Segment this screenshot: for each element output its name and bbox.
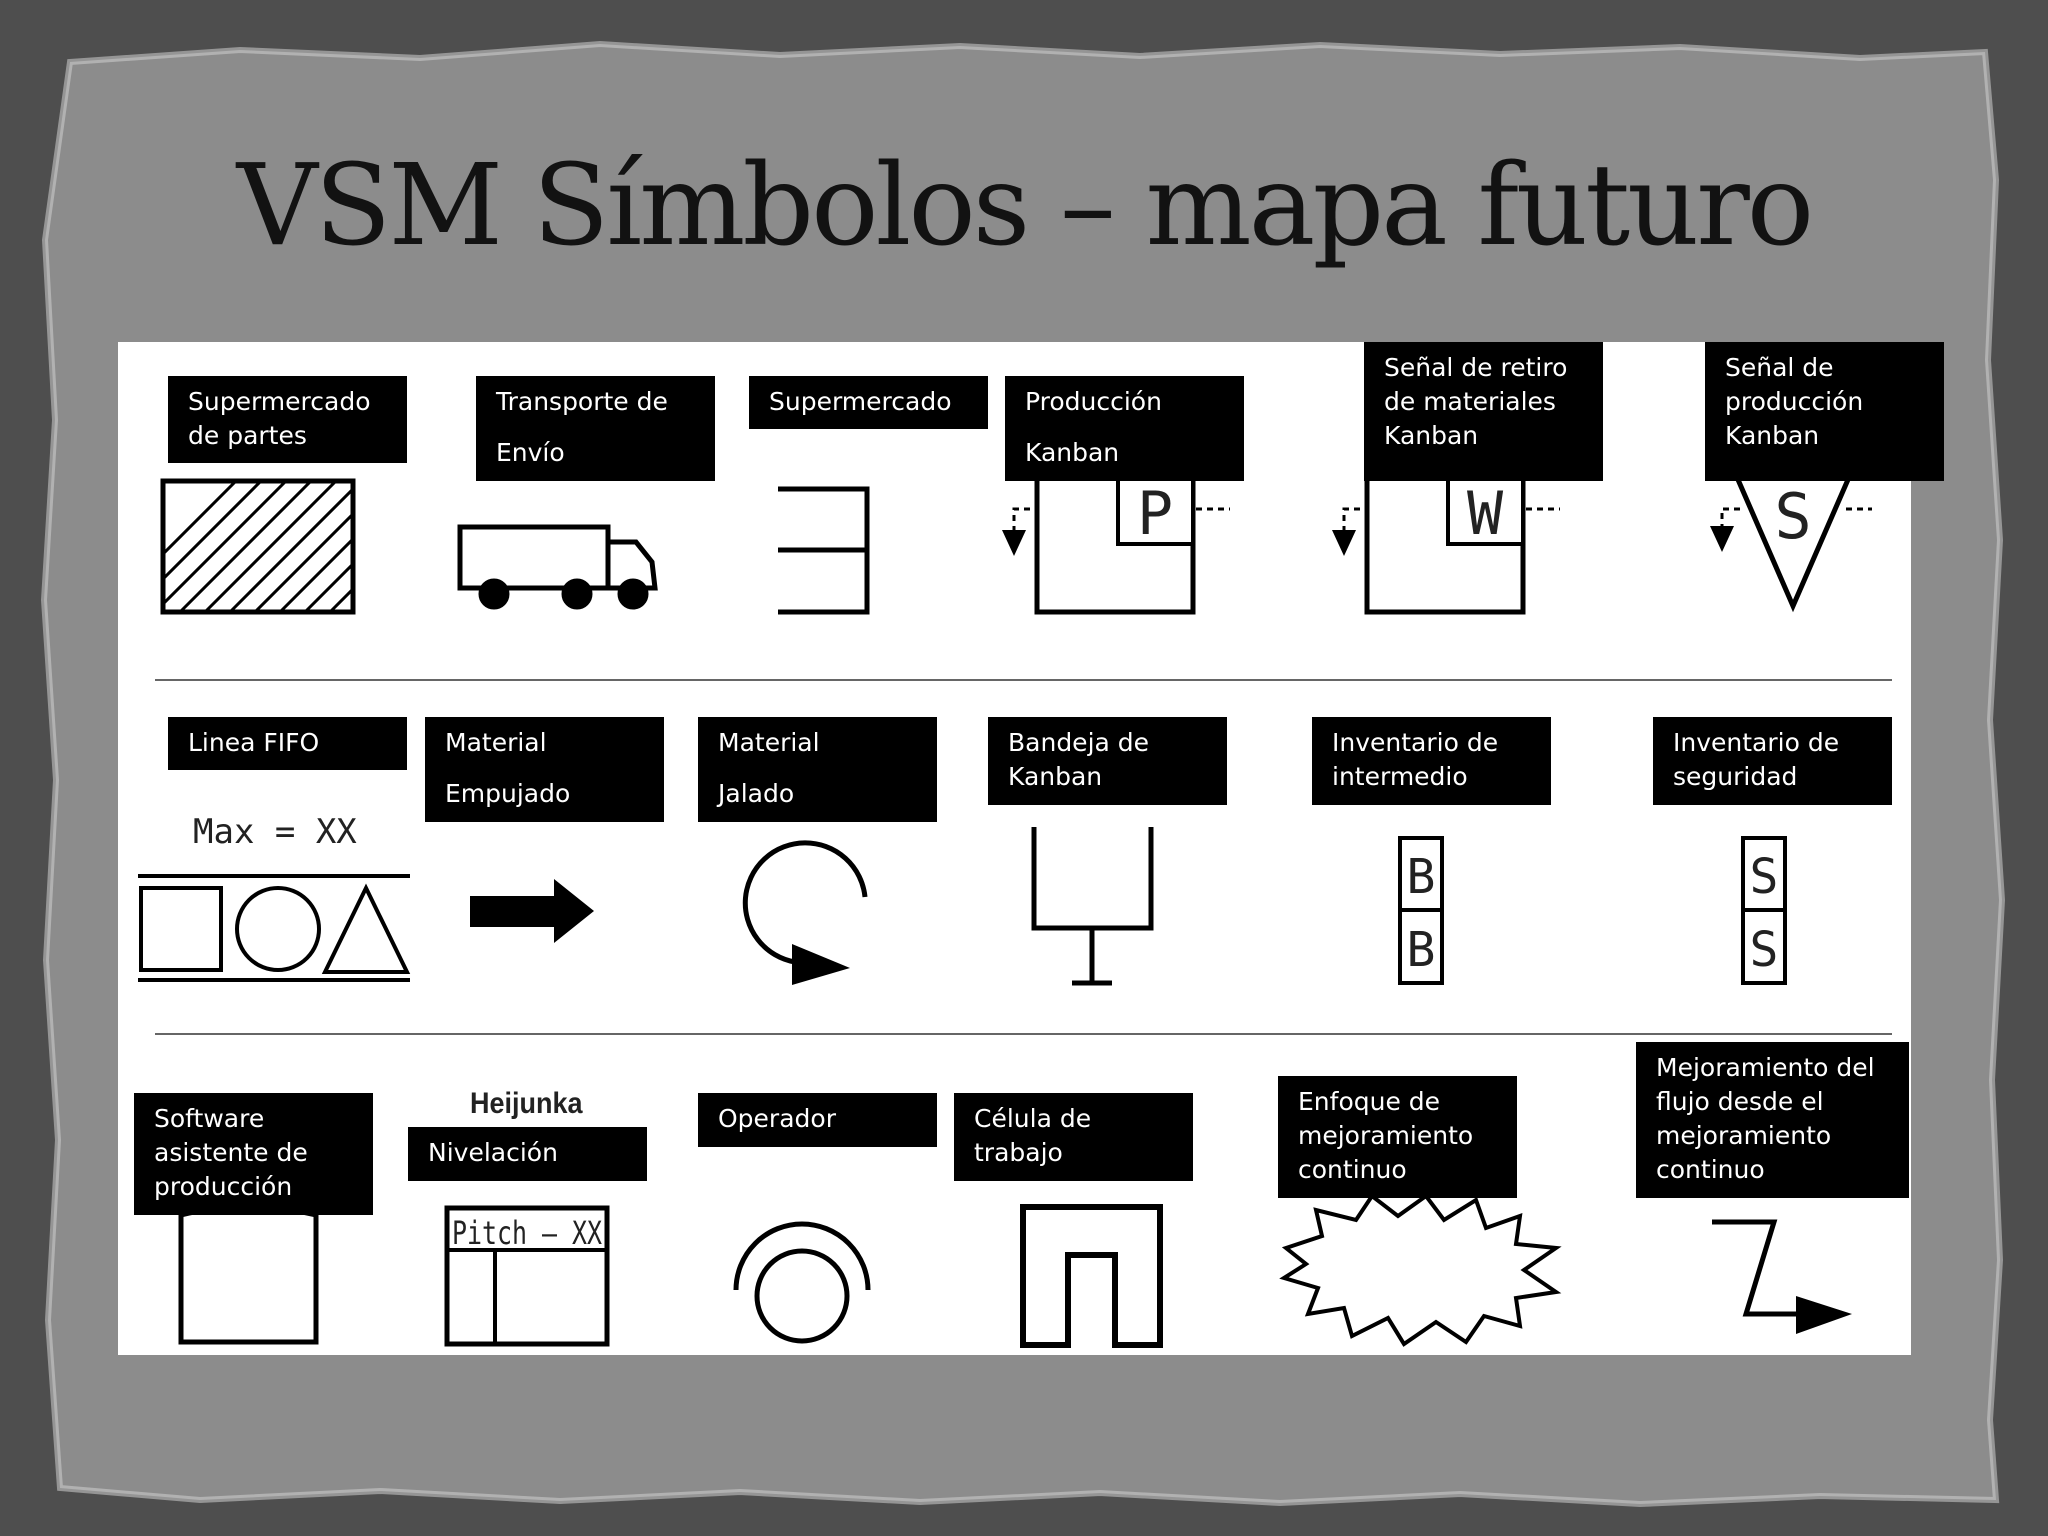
kaizen-burst-icon [1279, 1193, 1562, 1347]
heijunka-caption: Heijunka [470, 1087, 583, 1120]
label-material-empujado: Material Empujado [425, 717, 664, 822]
label-nivelacion: Nivelación [408, 1127, 647, 1181]
fifo-max-caption: Max = XX [193, 812, 357, 852]
page-title: VSM Símbolos – mapa futuro [236, 141, 1814, 271]
label-produccion-kanban: Producción Kanban [1005, 376, 1244, 481]
stock-letter: B [1407, 922, 1436, 978]
stock-letter: B [1407, 849, 1436, 905]
label-transporte-de-envio: Transporte de Envío [476, 376, 715, 481]
heijunka-box-icon: Pitch – XX [444, 1205, 610, 1347]
signal-kanban-triangle-icon: S [1710, 472, 1872, 613]
truck-icon [457, 524, 658, 610]
kanban-letter: W [1467, 479, 1504, 549]
fifo-lane-icon [138, 874, 411, 982]
withdrawal-kanban-icon: W [1332, 468, 1560, 615]
label-inventario-seguridad: Inventario de seguridad [1653, 717, 1892, 805]
label-enfoque-mejoramiento: Enfoque de mejoramiento continuo [1278, 1076, 1517, 1198]
operator-icon [733, 1221, 871, 1344]
safety-stock-icon: S S [1741, 836, 1787, 985]
kanban-post-icon [1031, 827, 1154, 986]
kanban-letter: P [1137, 479, 1173, 549]
hatched-rectangle-icon [160, 478, 356, 615]
label-supermercado-de-partes: Supermercado de partes [168, 376, 407, 463]
label-senal-retiro-kanban: Señal de retiro de materiales Kanban [1364, 342, 1603, 481]
kaizen-flow-arrow-icon [1712, 1219, 1852, 1334]
label-celula-de-trabajo: Célula de trabajo [954, 1093, 1193, 1181]
software-box-icon [178, 1204, 319, 1345]
kanban-letter: S [1774, 480, 1811, 553]
stock-letter: S [1750, 849, 1779, 905]
label-senal-produccion-kanban: Señal de producción Kanban [1705, 342, 1944, 481]
buffer-stock-icon: B B [1398, 836, 1444, 985]
label-material-jalado: Material Jalado [698, 717, 937, 822]
symbols-panel [118, 342, 1911, 1355]
production-kanban-icon: P [1002, 468, 1230, 615]
label-supermercado: Supermercado [749, 376, 988, 429]
label-inventario-intermedio: Inventario de intermedio [1312, 717, 1551, 805]
label-operador: Operador [698, 1093, 937, 1147]
pull-circular-arrow-icon [742, 840, 868, 985]
work-cell-icon [1020, 1204, 1163, 1348]
supermarket-shelf-icon [778, 486, 870, 615]
label-mejoramiento-flujo: Mejoramiento del flujo desde el mejorami… [1636, 1042, 1909, 1198]
heijunka-pitch-text: Pitch – XX [452, 1214, 602, 1252]
label-bandeja-de-kanban: Bandeja de Kanban [988, 717, 1227, 805]
push-arrow-icon [470, 879, 594, 943]
label-software-asistente: Software asistente de producción [134, 1093, 373, 1215]
label-linea-fifo: Linea FIFO [168, 717, 407, 770]
stock-letter: S [1750, 922, 1779, 978]
